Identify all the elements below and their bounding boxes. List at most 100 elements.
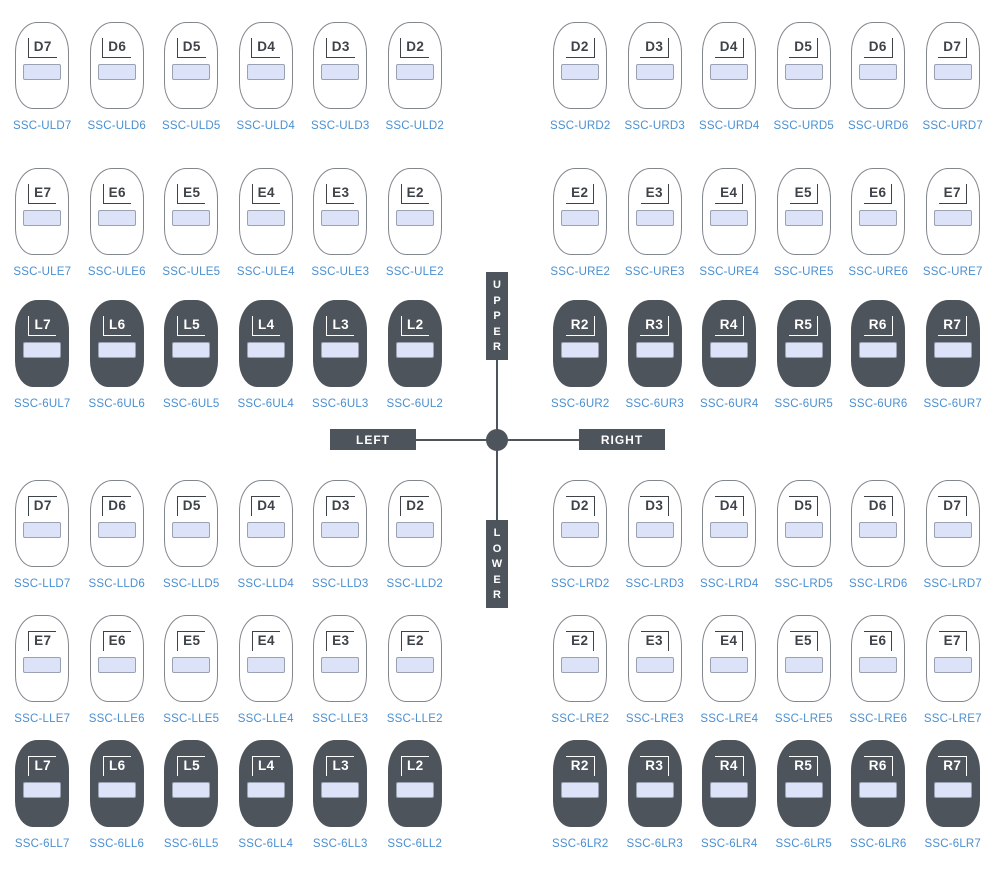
tooth-code-link[interactable]: SSC-LLD3 [311,578,369,590]
tooth-crown[interactable]: R6 [851,300,906,387]
tooth-code-link[interactable]: SSC-LRE2 [551,713,610,725]
tooth-code-link[interactable]: SSC-ULE7 [13,266,72,278]
tooth-SSC-URE2[interactable]: E2 SSC-URE2 [543,168,618,279]
tooth-code-link[interactable]: SSC-LLD2 [386,578,444,590]
tooth-crown[interactable]: R6 [851,740,906,827]
tooth-code-link[interactable]: SSC-ULD2 [385,120,444,132]
tooth-crown[interactable]: R5 [776,740,831,827]
tooth-code-link[interactable]: SSC-ULE3 [311,266,370,278]
tooth-crown[interactable]: L7 [15,740,70,827]
tooth-SSC-LLD5[interactable]: D5 SSC-LLD5 [154,480,229,591]
tooth-SSC-LRD6[interactable]: D6 SSC-LRD6 [841,480,916,591]
tooth-SSC-6LL3[interactable]: L3 SSC-6LL3 [303,740,378,851]
tooth-SSC-URE5[interactable]: E5 SSC-URE5 [767,168,842,279]
tooth-code-link[interactable]: SSC-6LR5 [775,838,833,850]
tooth-code-link[interactable]: SSC-URE2 [550,266,611,278]
tooth-code-link[interactable]: SSC-6UR6 [849,398,908,410]
tooth-crown[interactable]: R5 [776,300,831,387]
tooth-code-link[interactable]: SSC-LLE5 [163,713,220,725]
tooth-SSC-6LR3[interactable]: R3 SSC-6LR3 [618,740,693,851]
tooth-crown[interactable]: R3 [627,740,682,827]
tooth-SSC-6LR5[interactable]: R5 SSC-6LR5 [767,740,842,851]
tooth-crown[interactable]: E4 [702,168,757,255]
tooth-crown[interactable]: L7 [15,300,70,387]
tooth-SSC-LRE2[interactable]: E2 SSC-LRE2 [543,615,618,726]
tooth-SSC-ULE7[interactable]: E7 SSC-ULE7 [5,168,80,279]
tooth-crown[interactable]: L5 [164,300,219,387]
tooth-crown[interactable]: E5 [164,168,219,255]
tooth-code-link[interactable]: SSC-URD4 [699,120,760,132]
tooth-crown[interactable]: E2 [553,615,608,702]
tooth-SSC-6LL4[interactable]: L4 SSC-6LL4 [229,740,304,851]
tooth-crown[interactable]: R4 [702,740,757,827]
tooth-code-link[interactable]: SSC-LLE7 [14,713,71,725]
tooth-crown[interactable]: L2 [387,740,442,827]
tooth-code-link[interactable]: SSC-LLE2 [386,713,443,725]
tooth-code-link[interactable]: SSC-ULD3 [311,120,370,132]
tooth-SSC-URD6[interactable]: D6 SSC-URD6 [841,22,916,133]
tooth-SSC-6UL4[interactable]: L4 SSC-6UL4 [229,300,304,411]
tooth-code-link[interactable]: SSC-6LL4 [238,838,294,850]
tooth-code-link[interactable]: SSC-URE4 [699,266,760,278]
tooth-code-link[interactable]: SSC-6LR7 [924,838,982,850]
tooth-crown[interactable]: E7 [925,615,980,702]
tooth-crown[interactable]: E4 [702,615,757,702]
tooth-SSC-ULE2[interactable]: E2 SSC-ULE2 [378,168,453,279]
tooth-crown[interactable]: E6 [851,168,906,255]
tooth-SSC-ULD2[interactable]: D2 SSC-ULD2 [378,22,453,133]
tooth-code-link[interactable]: SSC-LLD4 [237,578,295,590]
tooth-crown[interactable]: D4 [238,22,293,109]
tooth-SSC-6LL6[interactable]: L6 SSC-6LL6 [80,740,155,851]
tooth-crown[interactable]: D7 [15,480,70,567]
tooth-SSC-URD4[interactable]: D4 SSC-URD4 [692,22,767,133]
tooth-SSC-6LR2[interactable]: R2 SSC-6LR2 [543,740,618,851]
tooth-code-link[interactable]: SSC-ULD6 [87,120,146,132]
tooth-SSC-LLE7[interactable]: E7 SSC-LLE7 [5,615,80,726]
tooth-SSC-LRE5[interactable]: E5 SSC-LRE5 [767,615,842,726]
tooth-crown[interactable]: L3 [313,300,368,387]
tooth-SSC-LRE7[interactable]: E7 SSC-LRE7 [916,615,991,726]
tooth-crown[interactable]: L5 [164,740,219,827]
tooth-crown[interactable]: L4 [238,300,293,387]
tooth-SSC-URE7[interactable]: E7 SSC-URE7 [916,168,991,279]
tooth-code-link[interactable]: SSC-LRE5 [774,713,833,725]
tooth-SSC-LLE6[interactable]: E6 SSC-LLE6 [80,615,155,726]
tooth-SSC-LLE5[interactable]: E5 SSC-LLE5 [154,615,229,726]
tooth-SSC-6LR7[interactable]: R7 SSC-6LR7 [916,740,991,851]
tooth-code-link[interactable]: SSC-6UR4 [700,398,759,410]
tooth-code-link[interactable]: SSC-6LL5 [163,838,219,850]
tooth-crown[interactable]: D5 [164,22,219,109]
tooth-code-link[interactable]: SSC-6UL2 [386,398,444,410]
tooth-code-link[interactable]: SSC-LRD5 [774,578,833,590]
tooth-code-link[interactable]: SSC-LLE6 [88,713,145,725]
tooth-SSC-URE3[interactable]: E3 SSC-URE3 [618,168,693,279]
tooth-SSC-ULD3[interactable]: D3 SSC-ULD3 [303,22,378,133]
tooth-crown[interactable]: R7 [925,300,980,387]
tooth-SSC-6UR5[interactable]: R5 SSC-6UR5 [767,300,842,411]
tooth-SSC-URE4[interactable]: E4 SSC-URE4 [692,168,767,279]
tooth-crown[interactable]: D6 [89,22,144,109]
tooth-SSC-6UR7[interactable]: R7 SSC-6UR7 [916,300,991,411]
tooth-crown[interactable]: R4 [702,300,757,387]
tooth-crown[interactable]: D7 [15,22,70,109]
tooth-crown[interactable]: E3 [627,168,682,255]
tooth-crown[interactable]: E6 [89,615,144,702]
tooth-code-link[interactable]: SSC-6UR2 [551,398,610,410]
tooth-crown[interactable]: D6 [89,480,144,567]
tooth-crown[interactable]: L3 [313,740,368,827]
tooth-code-link[interactable]: SSC-LLD7 [13,578,71,590]
tooth-crown[interactable]: E2 [387,615,442,702]
tooth-SSC-ULE6[interactable]: E6 SSC-ULE6 [80,168,155,279]
tooth-crown[interactable]: D7 [925,22,980,109]
tooth-code-link[interactable]: SSC-6LR6 [849,838,907,850]
tooth-crown[interactable]: E6 [89,168,144,255]
tooth-code-link[interactable]: SSC-6LR3 [626,838,684,850]
tooth-SSC-URD5[interactable]: D5 SSC-URD5 [767,22,842,133]
tooth-crown[interactable]: D3 [313,22,368,109]
tooth-crown[interactable]: E4 [238,168,293,255]
tooth-SSC-6UL5[interactable]: L5 SSC-6UL5 [154,300,229,411]
tooth-code-link[interactable]: SSC-6LR2 [551,838,609,850]
tooth-code-link[interactable]: SSC-URE3 [624,266,685,278]
tooth-SSC-6LR6[interactable]: R6 SSC-6LR6 [841,740,916,851]
tooth-code-link[interactable]: SSC-LRE6 [849,713,908,725]
